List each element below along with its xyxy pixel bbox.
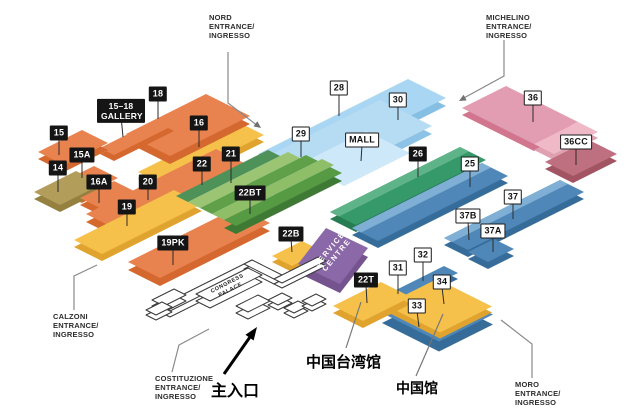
entrance-name: MORO [515,380,540,389]
hall-pin-h28: 28 [329,80,349,96]
hall-pin-h25: 25 [460,156,480,172]
hall-22b-shape [272,241,322,266]
pin-line-h34 [441,286,445,305]
hall-36cc-shape [545,140,617,176]
nord-pointer-arrow [253,121,261,128]
pin-line-h33 [416,310,420,328]
hall-pin-h20: 20 [138,174,158,190]
hall-pin-h22: 22 [192,156,212,172]
hall-pin-h30: 30 [388,92,408,108]
hall-21-band [188,152,300,208]
moro-pointer-line [500,319,533,378]
hall-16a-shape [80,181,136,209]
hall-32-shape [396,266,458,297]
entrance-sub: INGRESSO [515,398,557,407]
michelino-pointer-arrow [459,94,467,101]
taiwan-pavilion-label: 中国台湾馆 [306,354,382,371]
entrance-sub: INGRESSO [53,330,95,339]
hall-37-stripe [444,180,568,242]
hall-pin-mall: MALL [345,132,379,148]
entrance-label-calzoni: CALZONI ENTRANCE/ INGRESSO [53,312,99,339]
entrance-sub: INGRESSO [155,392,197,401]
calzoni-pointer-line [73,264,98,310]
main-entrance-arrow-shaft [222,336,252,375]
michelino-pointer-line [461,40,505,100]
entrance-sub: ENTRANCE/ [155,383,201,392]
hall-pin-h22b: 22B [278,226,304,242]
pin-line-mall [360,144,363,162]
hall-22bt-band3-side [224,175,342,234]
hall-pin-h16a: 16A [86,174,112,190]
hall-37a-shape [468,239,514,262]
main-entrance-arrow-head [245,327,257,341]
hall-pin-h22t: 22T [353,272,379,288]
hall-22bt-band2 [212,159,334,220]
entrance-sub: ENTRANCE/ [486,22,532,31]
nord-pointer-line [227,52,259,127]
hall-26-shape [330,147,486,225]
hall-18-shape [126,94,250,156]
entrance-label-nord: NORD ENTRANCE/ INGRESSO [209,13,255,40]
pin-line-h37b [467,220,470,241]
hall-pin-h37: 37 [503,189,523,205]
main-entrance-label: 主入口 [211,383,260,400]
entrance-name: CALZONI [53,312,88,321]
taiwan-pavilion-line [345,301,362,349]
hall-25-stripe [352,163,491,233]
hall-pin-h33: 33 [407,298,427,314]
entrance-sub: ENTRANCE/ [515,389,561,398]
hall-pin-gallery: 15–18 GALLERY [97,98,145,124]
walkway-tooth3 [301,293,327,307]
walkway-foot2 [145,301,173,316]
hall-pin-h37a: 37A [480,223,506,239]
china-pavilion-label: 中国馆 [396,380,438,396]
hall-19-shape [74,190,202,254]
entrance-sub: INGRESSO [209,31,251,40]
hall-26-stripe [330,147,469,217]
hall-pin-h15a: 15A [69,147,95,163]
hall-16-shape [138,122,264,185]
walkway-tooth1 [267,292,293,306]
entrance-label-costituzione: COSTITUZIONE ENTRANCE/ INGRESSO [155,374,213,401]
hall-pin-h22bt: 22BT [234,185,266,201]
hall-pin-h19: 19 [117,199,137,215]
costituzione-pointer-line [171,328,210,373]
entrance-name: MICHELINO [486,13,530,22]
hall-22t-shape [333,282,411,321]
hall-22-band [176,150,280,202]
hall-pin-h32: 32 [413,247,433,263]
entrance-sub: ENTRANCE/ [53,321,99,330]
hall-pin-h31: 31 [388,260,408,276]
hall-pin-h16: 16 [189,115,209,131]
hall-pin-h19pk: 19PK [157,235,189,251]
hall-pin-h15: 15 [49,125,69,141]
entrance-sub: INGRESSO [486,31,528,40]
hall-22bt-band1 [200,155,318,214]
pin-line-h22t [365,284,368,304]
hall-pin-h29: 29 [291,126,311,142]
entrance-label-moro: MORO ENTRANCE/ INGRESSO [515,380,561,407]
hall-pin-h34: 34 [432,274,452,290]
hall-pin-h37b: 37B [455,208,481,224]
hall-25-shape [352,163,508,241]
entrance-name: COSTITUZIONE [155,374,214,383]
walkway-bridge [273,256,327,284]
entrance-label-michelino: MICHELINO ENTRANCE/ INGRESSO [486,13,532,40]
entrance-name: NORD [209,13,232,22]
china-pavilion-line [415,313,444,377]
gallery-strip [100,118,174,155]
hall-37-shape [444,180,584,250]
hall-pin-h36: 36 [523,90,543,106]
hall-pin-h18: 18 [148,86,168,102]
congress-palace-shape [195,267,263,302]
hall-14-shape [34,171,102,205]
hall-pin-h21: 21 [221,146,241,162]
hall-22bt-band3 [224,167,342,226]
hall-pin-h14: 14 [48,160,68,176]
hall-pin-h36cc: 36CC [560,134,592,150]
entrance-sub: ENTRANCE/ [209,22,255,31]
hall-pin-h26: 26 [408,146,428,162]
hall-36-shape [462,86,578,144]
hall-33-34-shape [385,279,492,333]
